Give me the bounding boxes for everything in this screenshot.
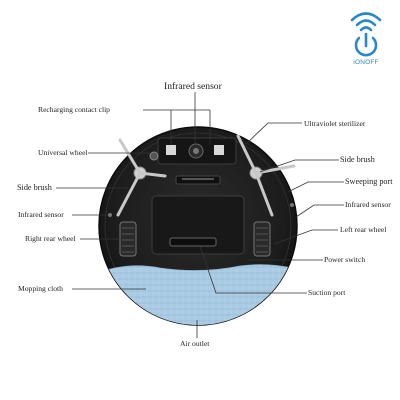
side-brush-right-shape bbox=[236, 134, 296, 217]
leader-lines bbox=[56, 92, 344, 338]
top-sensor-panel bbox=[157, 137, 237, 165]
label-infrared-sensor-left: Infrared sensor bbox=[18, 210, 64, 219]
label-right-rear-wheel: Right rear wheel bbox=[25, 234, 76, 243]
label-left-rear-wheel: Left rear wheel bbox=[340, 225, 387, 234]
label-universal-wheel: Universal wheel bbox=[38, 148, 88, 157]
sweeping-port-shape bbox=[175, 175, 221, 185]
left-rear-wheel-shape bbox=[253, 221, 271, 257]
label-air-outlet: Air outlet bbox=[180, 339, 210, 348]
label-suction-port: Suction port bbox=[308, 288, 346, 297]
label-mopping-cloth: Mopping cloth bbox=[18, 284, 63, 293]
brand-logo: iONOFF bbox=[346, 6, 386, 68]
right-rear-wheel-shape bbox=[119, 221, 137, 257]
label-side-brush-left: Side brush bbox=[17, 183, 52, 192]
universal-wheel-shape bbox=[149, 151, 159, 161]
side-brush-left-shape bbox=[116, 138, 167, 217]
mopping-cloth-shape bbox=[99, 264, 297, 325]
label-infrared-sensor-top: Infrared sensor bbox=[164, 81, 222, 92]
dustbin-area bbox=[151, 195, 245, 255]
infrared-sensor-left-dot bbox=[108, 213, 112, 217]
label-power-switch: Power switch bbox=[324, 255, 366, 264]
infrared-sensor-right-dot bbox=[290, 203, 294, 207]
label-side-brush-right: Side brush bbox=[340, 155, 375, 164]
label-sweeping-port: Sweeping port bbox=[345, 177, 393, 186]
label-ultraviolet-sterilizer: Ultraviolet sterilizer bbox=[304, 119, 366, 128]
brand-logo-text: iONOFF bbox=[353, 59, 379, 66]
label-infrared-sensor-right: Infrared sensor bbox=[345, 200, 391, 209]
label-recharging-contact-clip: Recharging contact clip bbox=[38, 105, 110, 114]
wifi-power-icon bbox=[350, 12, 382, 57]
